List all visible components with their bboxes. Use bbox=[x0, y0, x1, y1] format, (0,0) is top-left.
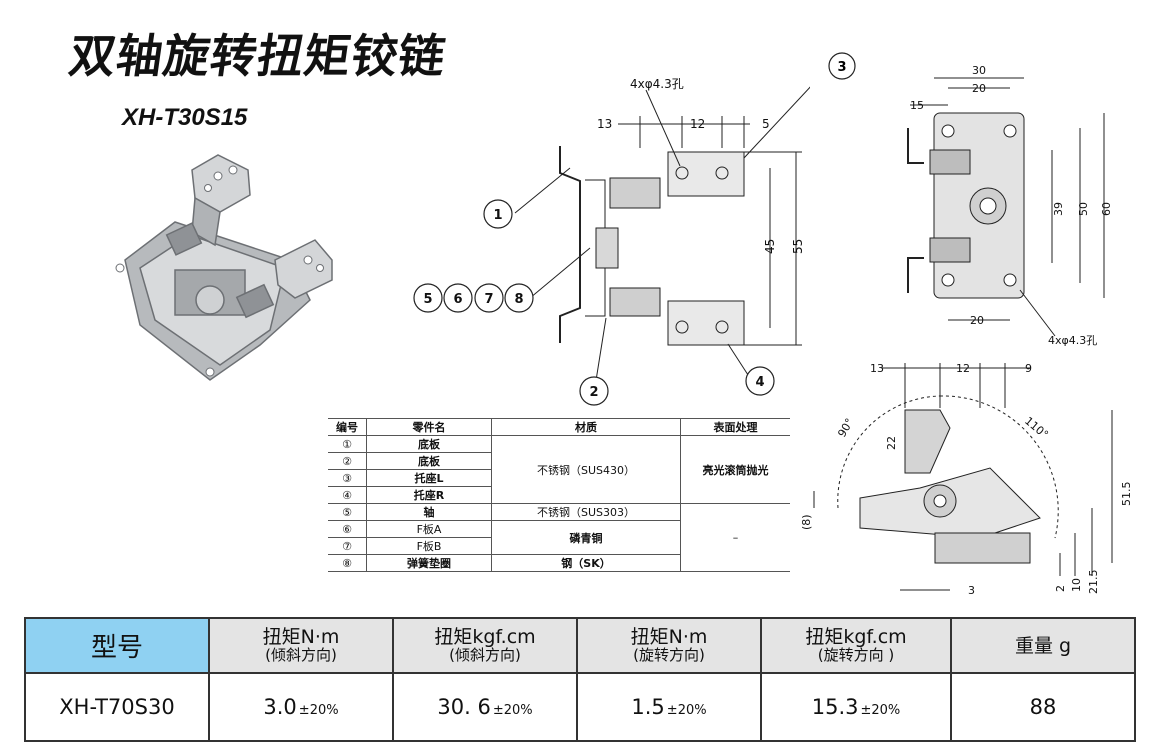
dim-39-side: 39 bbox=[1052, 202, 1065, 216]
header-name: 零件名 bbox=[366, 418, 492, 436]
dim-10-rot: 10 bbox=[1070, 578, 1083, 592]
dim-13-front: 13 bbox=[597, 117, 612, 131]
part-no: ① bbox=[328, 435, 367, 453]
dim-30-side: 30 bbox=[972, 64, 986, 77]
dim-21-5-rot: 21.5 bbox=[1087, 570, 1100, 595]
parts-table: 编号 零件名 材质 表面处理 ① 底板 不锈钢（SUS430） 亮光滚筒抛光 ②… bbox=[328, 418, 790, 572]
callout-3-bubble: 3 bbox=[828, 52, 856, 80]
part-no: ⑧ bbox=[328, 554, 367, 572]
callout-8: 8 bbox=[514, 292, 523, 307]
spec-header-weight: 重量 g bbox=[950, 617, 1136, 674]
model-number: XH-T30S15 bbox=[122, 104, 248, 131]
part-name: 弹簧垫圈 bbox=[366, 554, 492, 572]
rotation-view-drawing: 13 12 9 22 90° 110° (8) 3 2 10 21.5 51.5 bbox=[800, 362, 1133, 597]
finish-cell: 亮光滚筒抛光 bbox=[680, 435, 790, 504]
part-name: 轴 bbox=[366, 503, 492, 521]
parts-table-header: 编号 零件名 材质 表面处理 bbox=[328, 418, 790, 436]
dim-12-front: 12 bbox=[690, 117, 705, 131]
spec-header-torque-3: 扭矩N·m (旋转方向) bbox=[576, 617, 762, 674]
part-name: 底板 bbox=[366, 435, 492, 453]
dim-2-rot: 2 bbox=[1054, 585, 1067, 592]
finish-cell: – bbox=[680, 503, 790, 572]
part-no: ⑦ bbox=[328, 537, 367, 555]
spec-table-header: 型号 扭矩N·m (倾斜方向) 扭矩kgf.cm (倾斜方向) 扭矩N·m (旋… bbox=[24, 617, 1136, 674]
dim-50-side: 50 bbox=[1077, 202, 1090, 216]
side-view-drawing: 30 20 15 39 50 60 20 4xφ4.3孔 bbox=[907, 64, 1113, 347]
table-row: ⑧ 弹簧垫圈 钢（SK） bbox=[328, 554, 790, 572]
material-cell: 不锈钢（SUS303） bbox=[491, 503, 681, 521]
spec-model: XH-T70S30 bbox=[24, 672, 210, 742]
dim-51-5-rot: 51.5 bbox=[1120, 482, 1133, 507]
part-name: F板B bbox=[366, 537, 492, 555]
table-row: ⑥ F板A 磷青铜 bbox=[328, 520, 790, 555]
table-row: XH-T70S30 3.0±20% 30. 6±20% 1.5±20% 15.3… bbox=[24, 672, 1136, 742]
dim-9-rot: 9 bbox=[1025, 362, 1032, 375]
part-name: 托座R bbox=[366, 486, 492, 504]
product-photo bbox=[115, 154, 333, 381]
callout-2: 2 bbox=[589, 385, 598, 400]
dim-20b-side: 20 bbox=[970, 314, 984, 327]
table-row: ④ 托座R bbox=[328, 486, 790, 504]
dim-15-side: 15 bbox=[910, 99, 924, 112]
dim-12-rot: 12 bbox=[956, 362, 970, 375]
callout-3: 3 bbox=[837, 60, 846, 75]
dim-8-rot: (8) bbox=[800, 514, 813, 530]
page-title: 双轴旋转扭矩铰链 bbox=[65, 29, 450, 83]
part-no: ② bbox=[328, 452, 367, 470]
callout-5: 5 bbox=[423, 292, 432, 307]
header-no: 编号 bbox=[328, 418, 367, 436]
callout-7: 7 bbox=[484, 292, 493, 307]
part-no: ④ bbox=[328, 486, 367, 504]
dim-110-rot: 110° bbox=[1022, 414, 1051, 441]
dim-60-side: 60 bbox=[1100, 202, 1113, 216]
spec-weight: 88 bbox=[950, 672, 1136, 742]
spec-header-torque-1: 扭矩N·m (倾斜方向) bbox=[208, 617, 394, 674]
spec-table: 型号 扭矩N·m (倾斜方向) 扭矩kgf.cm (倾斜方向) 扭矩N·m (旋… bbox=[24, 617, 1136, 742]
dim-5-front: 5 bbox=[762, 117, 770, 131]
dim-90-rot: 90° bbox=[835, 416, 856, 439]
table-row: ⑤ 轴 不锈钢（SUS303） – bbox=[328, 503, 790, 572]
part-name: F板A bbox=[366, 520, 492, 538]
hole-note-front: 4xφ4.3孔 bbox=[630, 77, 684, 91]
callout-4: 4 bbox=[755, 375, 764, 390]
part-no: ⑤ bbox=[328, 503, 367, 521]
front-view-drawing: 4xφ4.3孔 13 12 5 45 55 1 2 4 5 6 7 8 bbox=[413, 77, 810, 406]
header-finish: 表面处理 bbox=[680, 418, 790, 436]
callout-6: 6 bbox=[453, 292, 462, 307]
material-cell: 磷青铜 bbox=[491, 520, 681, 555]
spec-header-torque-2: 扭矩kgf.cm (倾斜方向) bbox=[392, 617, 578, 674]
header-material: 材质 bbox=[491, 418, 681, 436]
dim-13-rot: 13 bbox=[870, 362, 884, 375]
spec-header-model: 型号 bbox=[24, 617, 210, 674]
dim-3-rot: 3 bbox=[968, 584, 975, 597]
part-no: ③ bbox=[328, 469, 367, 487]
dim-22-rot: 22 bbox=[885, 436, 898, 450]
hole-note-side: 4xφ4.3孔 bbox=[1048, 334, 1097, 347]
dim-55-front: 55 bbox=[791, 239, 805, 254]
callout-1: 1 bbox=[493, 208, 502, 223]
spec-torque-2: 30. 6±20% bbox=[392, 672, 578, 742]
spec-torque-4: 15.3±20% bbox=[760, 672, 952, 742]
table-row: ② 底板 bbox=[328, 452, 790, 470]
material-cell: 不锈钢（SUS430） bbox=[491, 435, 681, 504]
spec-header-torque-4: 扭矩kgf.cm (旋转方向 ) bbox=[760, 617, 952, 674]
table-row: ① 底板 不锈钢（SUS430） 亮光滚筒抛光 bbox=[328, 435, 790, 504]
part-name: 托座L bbox=[366, 469, 492, 487]
part-name: 底板 bbox=[366, 452, 492, 470]
spec-torque-3: 1.5±20% bbox=[576, 672, 762, 742]
part-no: ⑥ bbox=[328, 520, 367, 538]
dim-45-front: 45 bbox=[763, 239, 777, 254]
dim-20-side: 20 bbox=[972, 82, 986, 95]
material-cell: 钢（SK） bbox=[491, 554, 681, 572]
spec-torque-1: 3.0±20% bbox=[208, 672, 394, 742]
